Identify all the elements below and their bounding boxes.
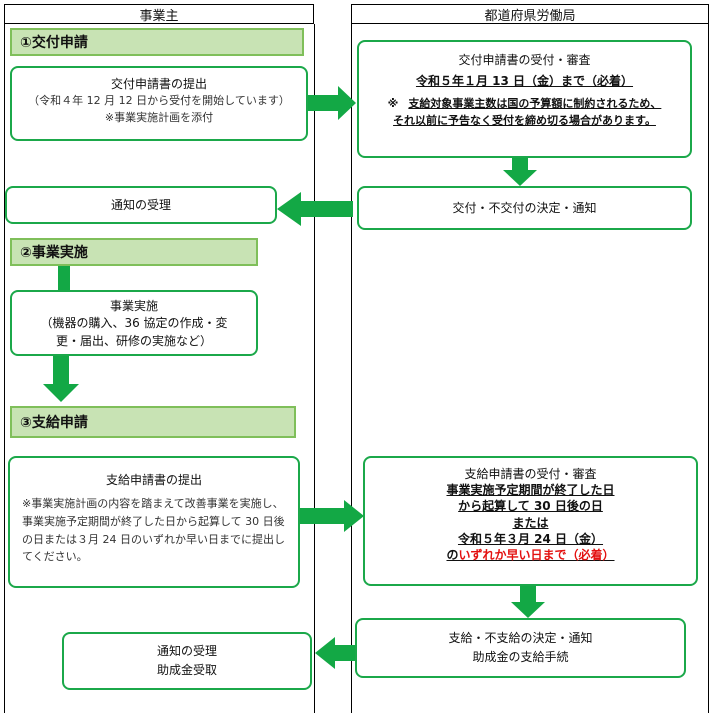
payment-decision-box: 支給・不支給の決定・通知 助成金の支給手続 <box>355 618 686 678</box>
final-receipt-line-2: 助成金受取 <box>156 663 217 678</box>
implementation-detail-1: （機器の購入、36 協定の作成・変 <box>40 316 228 331</box>
final-receipt-line-1: 通知の受理 <box>156 644 217 658</box>
column-line-employer-left <box>4 24 5 713</box>
connector-phase2-to-implementation <box>58 266 70 290</box>
payment-application-box: 支給申請書の提出 ※事業実施計画の内容を踏まえて改善事業を実施し、事業実施予定期… <box>8 456 300 588</box>
payment-review-line-4: 令和５年３月 24 日（金） <box>457 531 604 546</box>
grant-submit-start-note: （令和４年 12 月 12 日から受付を開始しています） <box>28 94 290 108</box>
payment-review-line-5: のいずれか早い日まで（必着） <box>365 547 696 563</box>
column-line-employer-right <box>314 24 315 713</box>
arrow-right-submit-to-review <box>308 86 356 120</box>
column-header-labor-bureau: 都道府県労働局 <box>351 4 709 24</box>
final-receipt-box: 通知の受理 助成金受取 <box>62 632 312 690</box>
payment-review-line-3: または <box>512 515 549 530</box>
arrow-down-implementation-to-phase3 <box>43 356 79 402</box>
grant-decision-box: 交付・不交付の決定・通知 <box>357 186 692 230</box>
payment-review-box: 支給申請書の受付・審査 事業実施予定期間が終了した日 から起算して 30 日後の… <box>363 456 698 586</box>
grant-review-box: 交付申請書の受付・審査 令和５年１月 13 日（金）まで（必着） ※ 支給対象事業… <box>357 40 692 158</box>
payment-review-line-5a: の <box>446 547 459 562</box>
grant-review-warning: ※ 支給対象事業主数は国の予算額に制約されるため、 それ以前に予告なく受付を締め切… <box>359 95 690 129</box>
payment-submit-note: ※事業実施計画の内容を踏まえて改善事業を実施し、事業実施予定期間が終了した日から… <box>22 497 285 564</box>
warning-line-2: それ以前に予告なく受付を締め切る場合があります。 <box>393 113 656 127</box>
payment-review-line-2: から起算して 30 日後の日 <box>458 499 603 514</box>
grant-review-deadline: 令和５年１月 13 日（金）まで（必着） <box>415 74 634 89</box>
implementation-box: 事業実施 （機器の購入、36 協定の作成・変 更・届出、研修の実施など） <box>10 290 258 356</box>
warning-mark: ※ <box>387 96 399 110</box>
payment-review-title: 支給申請書の受付・審査 <box>464 467 597 481</box>
warning-line-1: 支給対象事業主数は国の予算額に制約されるため、 <box>408 96 662 110</box>
payment-review-deadline-red: いずれか早い日まで（必着） <box>458 547 615 562</box>
implementation-detail-2: 更・届出、研修の実施など） <box>55 333 212 348</box>
arrow-left-decision-to-notice <box>277 192 353 226</box>
grant-review-title: 交付申請書の受付・審査 <box>458 53 591 67</box>
grant-application-submit-box: 交付申請書の提出 （令和４年 12 月 12 日から受付を開始しています） ※事… <box>10 66 308 141</box>
phase-project-implementation: ②事業実施 <box>10 238 258 266</box>
arrow-right-payment-to-review <box>300 500 364 532</box>
notice-received-box: 通知の受理 <box>5 186 277 224</box>
arrow-down-review-to-final <box>511 586 545 618</box>
arrow-down-review-to-decision <box>503 158 537 186</box>
payment-decision-line-1: 支給・不支給の決定・通知 <box>448 631 593 645</box>
column-line-bureau-left <box>351 24 352 713</box>
arrow-left-decision-to-receipt <box>315 637 355 669</box>
payment-decision-line-2: 助成金の支給手続 <box>472 650 569 665</box>
column-line-bureau-right <box>708 24 709 713</box>
phase-grant-application: ①交付申請 <box>10 28 304 56</box>
grant-submit-title: 交付申請書の提出 <box>110 77 207 91</box>
phase-payment-application: ③支給申請 <box>10 406 296 438</box>
payment-review-line-1: 事業実施予定期間が終了した日 <box>446 483 615 498</box>
column-header-employer: 事業主 <box>4 4 314 24</box>
grant-submit-attachment-note: ※事業実施計画を添付 <box>104 110 214 124</box>
implementation-title: 事業実施 <box>109 299 158 313</box>
payment-submit-title: 支給申請書の提出 <box>105 473 202 487</box>
